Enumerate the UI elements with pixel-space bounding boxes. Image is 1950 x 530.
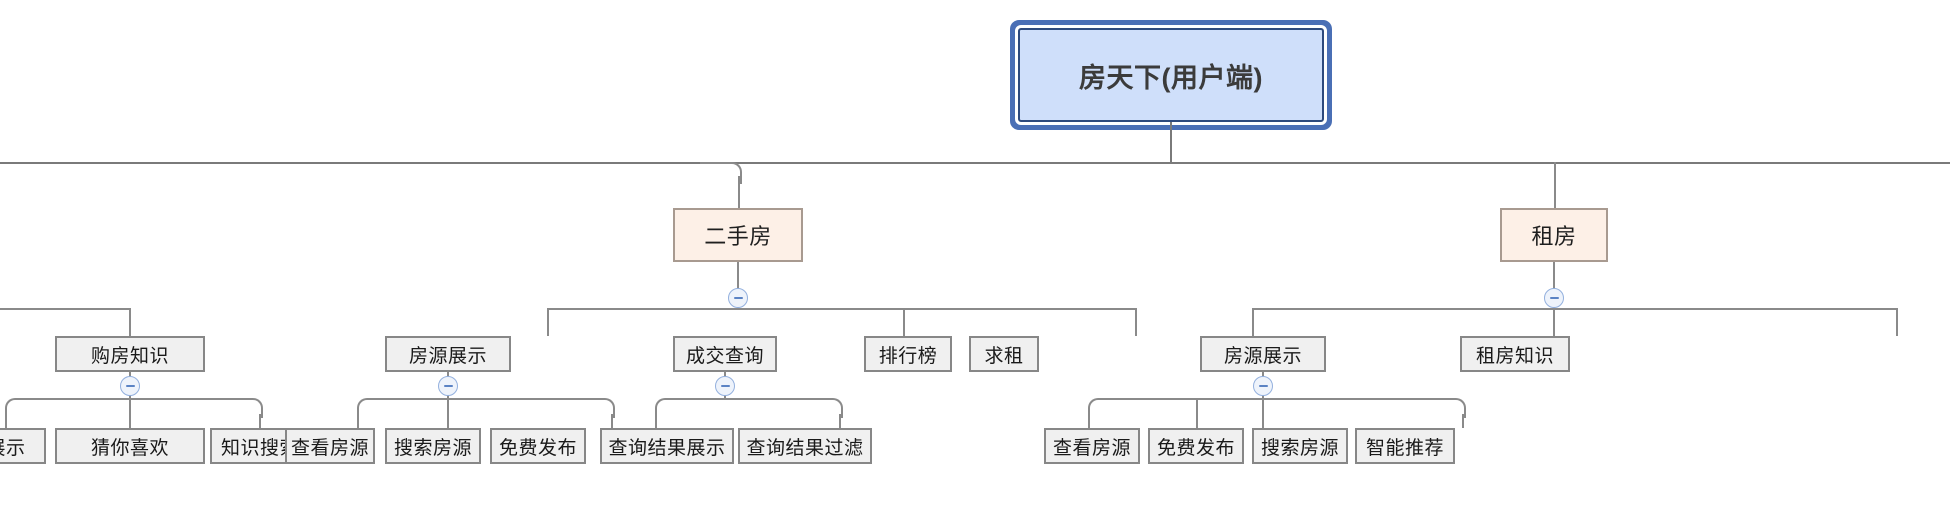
edge-drop-esf-paihang [1135, 308, 1137, 336]
node-esf-fangyuanzhanshi[interactable]: 房源展示 [385, 336, 511, 372]
node-esf-paihangbang-label: 排行榜 [878, 345, 938, 367]
edge-drop-esf-chengjiao [903, 308, 905, 336]
edge-elbow-ershoufang [700, 162, 742, 184]
collapse-toggle-esf-fangyuanzhanshi[interactable] [438, 376, 458, 396]
node-ershoufang[interactable]: 二手房 [673, 208, 803, 262]
edge-elbow-esffy-right [583, 398, 615, 418]
node-zffy-mianfeifabu[interactable]: 免费发布 [1148, 428, 1244, 464]
edge-drop-zf-zhishi [1896, 308, 1898, 336]
edge-drop-esfcj-guolv [839, 414, 841, 428]
node-esf-paihangbang[interactable]: 排行榜 [864, 336, 952, 372]
edge-bus-zufang [1252, 308, 1898, 310]
minus-icon [1258, 385, 1268, 387]
minus-icon [720, 385, 730, 387]
edge-drop-esfcj-zhanshi [655, 414, 657, 428]
collapse-toggle-goufangzhishi[interactable] [120, 376, 140, 396]
node-esfcj-chaxunjieguoguolv[interactable]: 查询结果过滤 [738, 428, 872, 464]
node-esfcj-chaxunjieguozhanshi-label: 查询结果展示 [608, 437, 726, 459]
collapse-toggle-esf-chengjiaochaxun[interactable] [715, 376, 735, 396]
node-esffy-mianfeifabu-label: 免费发布 [498, 437, 577, 459]
edge-drop-zffy-chakan [1088, 414, 1090, 428]
edge-drop-gfzs-caini [129, 398, 131, 428]
node-zffy-sousuofangyuan[interactable]: 搜索房源 [1252, 428, 1348, 464]
edge-bus-esffy [385, 398, 585, 400]
edge-stem-ershoufang [737, 262, 739, 310]
collapse-toggle-zf-fangyuanzhanshi[interactable] [1253, 376, 1273, 396]
node-esf-fangyuanzhanshi-label: 房源展示 [408, 345, 487, 367]
node-root[interactable]: 房天下(用户端) [1012, 22, 1330, 128]
node-esffy-mianfeifabu[interactable]: 免费发布 [490, 428, 586, 464]
node-gfzs-zhishisousuo-label: 知识搜索 [220, 437, 299, 459]
minus-icon [733, 297, 743, 299]
edge-root-stem [1170, 122, 1172, 164]
node-goufangzhishi[interactable]: 购房知识 [55, 336, 205, 372]
edge-elbow-esfcj-left [655, 398, 687, 418]
node-esf-chengjiaochaxun[interactable]: 成交查询 [673, 336, 777, 372]
minus-icon [125, 385, 135, 387]
edge-drop-zffy-mianfei [1196, 398, 1198, 428]
edge-drop-esffy-mianfei [611, 414, 613, 428]
node-gfzs-zhanshi[interactable]: 展示 [0, 428, 46, 464]
edge-elbow-esfcj-right [811, 398, 843, 418]
node-esffy-sousuofangyuan-label: 搜索房源 [393, 437, 472, 459]
node-esffy-sousuofangyuan[interactable]: 搜索房源 [385, 428, 481, 464]
edge-elbow-zffy-left [1088, 398, 1120, 418]
edge-bus-esfcj [683, 398, 813, 400]
edge-level2-spine [0, 162, 1950, 164]
node-zffy-sousuofangyuan-label: 搜索房源 [1260, 437, 1339, 459]
node-zf-zufangzhishi[interactable]: 租房知识 [1460, 336, 1570, 372]
node-zf-zufangzhishi-label: 租房知识 [1475, 345, 1554, 367]
edge-drop-zufang [1554, 162, 1556, 208]
edge-drop-esffy-sousuo [447, 398, 449, 428]
edge-bus-gfzs [33, 398, 233, 400]
node-zffy-zhinengtuijian-label: 智能推荐 [1365, 437, 1444, 459]
edge-drop-ershoufang [738, 176, 740, 208]
collapse-toggle-ershoufang[interactable] [728, 288, 748, 308]
edge-drop-zffy-zhineng [1462, 414, 1464, 428]
node-zffy-chakanfangyuan[interactable]: 查看房源 [1044, 428, 1140, 464]
edge-stem-zufang [1553, 262, 1555, 310]
node-zffy-chakanfangyuan-label: 查看房源 [1052, 437, 1131, 459]
node-zufang[interactable]: 租房 [1500, 208, 1608, 262]
edge-bus-offscreen-left [0, 308, 130, 310]
node-goufangzhishi-label: 购房知识 [90, 345, 169, 367]
edge-drop-goufangzhishi [129, 308, 131, 336]
edge-elbow-zffy-right [1434, 398, 1466, 418]
node-zf-fangyuanzhanshi[interactable]: 房源展示 [1200, 336, 1326, 372]
node-zf-qiuzu-label: 求租 [984, 345, 1024, 367]
minus-icon [443, 385, 453, 387]
node-esffy-chakanfangyuan-label: 查看房源 [290, 437, 369, 459]
collapse-toggle-zufang[interactable] [1544, 288, 1564, 308]
edge-drop-gfzs-right [259, 414, 261, 428]
edge-elbow-gfzs-left [5, 398, 37, 418]
edge-bus-zffy [1116, 398, 1436, 400]
edge-drop-esffy-chakan [357, 414, 359, 428]
node-zufang-label: 租房 [1531, 224, 1577, 249]
node-zf-qiuzu[interactable]: 求租 [969, 336, 1039, 372]
node-esfcj-chaxunjieguozhanshi[interactable]: 查询结果展示 [600, 428, 734, 464]
node-gfzs-cainixihuan-label: 猜你喜欢 [90, 437, 169, 459]
node-zffy-zhinengtuijian[interactable]: 智能推荐 [1355, 428, 1455, 464]
node-zffy-mianfeifabu-label: 免费发布 [1156, 437, 1235, 459]
edge-drop-zffy-stem [1262, 398, 1264, 428]
node-esf-chengjiaochaxun-label: 成交查询 [685, 345, 764, 367]
node-gfzs-zhanshi-label: 展示 [0, 437, 26, 459]
node-gfzs-cainixihuan[interactable]: 猜你喜欢 [55, 428, 205, 464]
node-root-label: 房天下(用户端) [1079, 62, 1263, 93]
edge-drop-zf-fangyuan [1553, 308, 1555, 336]
node-zf-fangyuanzhanshi-label: 房源展示 [1223, 345, 1302, 367]
edge-bus-ershoufang [547, 308, 1137, 310]
edge-elbow-gfzs-right [231, 398, 263, 418]
edge-drop-zf-qiuzu [1252, 308, 1254, 336]
minus-icon [1549, 297, 1559, 299]
node-esffy-chakanfangyuan[interactable]: 查看房源 [285, 428, 375, 464]
edge-elbow-esffy-left [357, 398, 389, 418]
edge-drop-gfzs-left [5, 414, 7, 428]
edge-drop-esf-fangyuan [547, 308, 549, 336]
node-esfcj-chaxunjieguoguolv-label: 查询结果过滤 [746, 437, 864, 459]
node-ershoufang-label: 二手房 [704, 224, 772, 249]
